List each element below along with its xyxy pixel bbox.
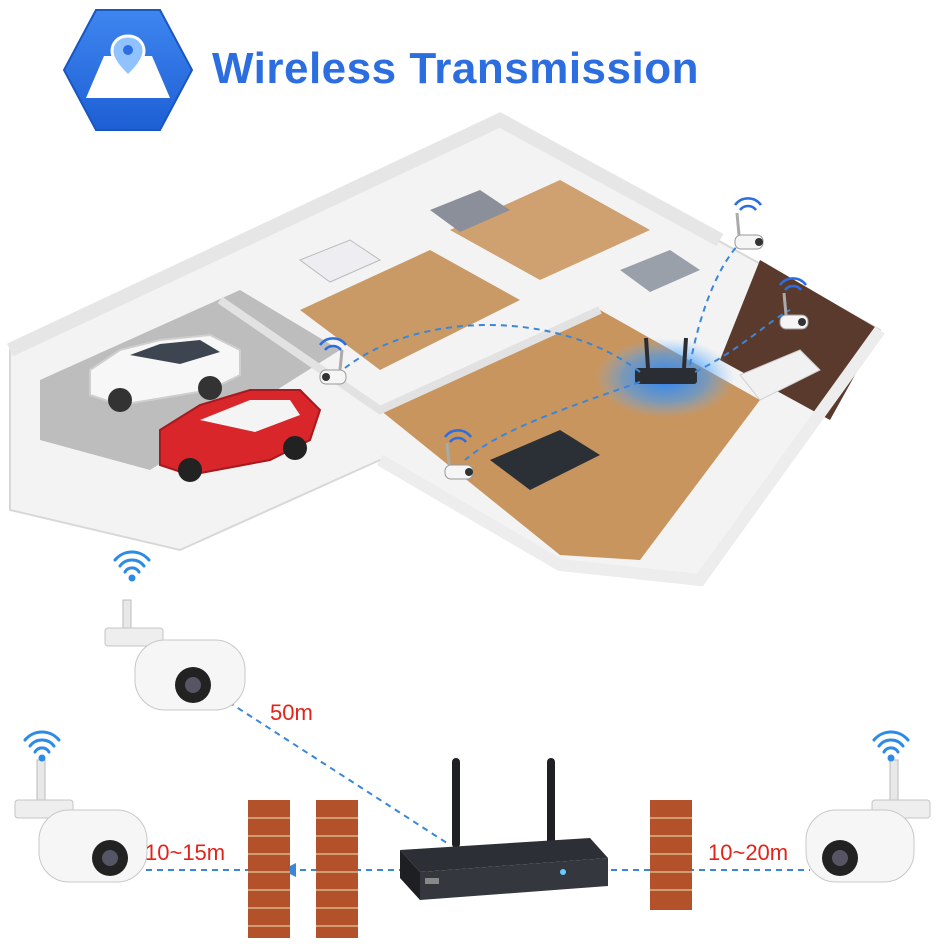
distance-diagram xyxy=(14,550,931,938)
floorplan-camera-living xyxy=(779,292,809,330)
header: Wireless Transmission xyxy=(0,0,944,140)
floorplan-camera-kitchen xyxy=(444,442,474,480)
bed-2 xyxy=(430,190,510,232)
brick-wall-icon xyxy=(316,800,358,938)
location-pin-hexagon-icon xyxy=(62,9,194,131)
page-title: Wireless Transmission xyxy=(212,44,699,93)
bed xyxy=(298,239,382,283)
kitchen-island xyxy=(490,430,600,490)
bullet-camera-icon xyxy=(14,759,148,883)
wifi-icon xyxy=(113,550,151,582)
bullet-camera-icon xyxy=(805,759,931,883)
floorplan-camera-garage xyxy=(319,349,347,385)
brick-wall-icon xyxy=(248,800,290,938)
wood-floor-bedroom xyxy=(300,250,520,370)
bullet-camera-icon xyxy=(104,599,246,711)
floorplan-camera-bedroom xyxy=(734,212,764,250)
wood-floor-bedroom-2 xyxy=(450,180,650,280)
wifi-icon xyxy=(23,730,61,762)
white-car xyxy=(89,333,241,412)
walls xyxy=(7,112,724,357)
distance-label-top: 50m xyxy=(270,700,313,725)
floorplan-wifi-icons xyxy=(318,197,808,443)
brick-wall-icon xyxy=(650,800,692,910)
distance-label-left: 10~15m xyxy=(145,840,226,865)
bed-3 xyxy=(620,250,700,292)
nvr-recorder-icon xyxy=(400,758,608,900)
house-floorplan-illustration xyxy=(7,112,885,587)
sofa xyxy=(739,349,821,401)
wifi-icon xyxy=(872,730,910,762)
floorplan-nvr-icon xyxy=(635,337,697,384)
red-car xyxy=(159,389,322,482)
distance-label-right: 10~20m xyxy=(708,840,789,865)
wireless-links xyxy=(344,237,791,461)
